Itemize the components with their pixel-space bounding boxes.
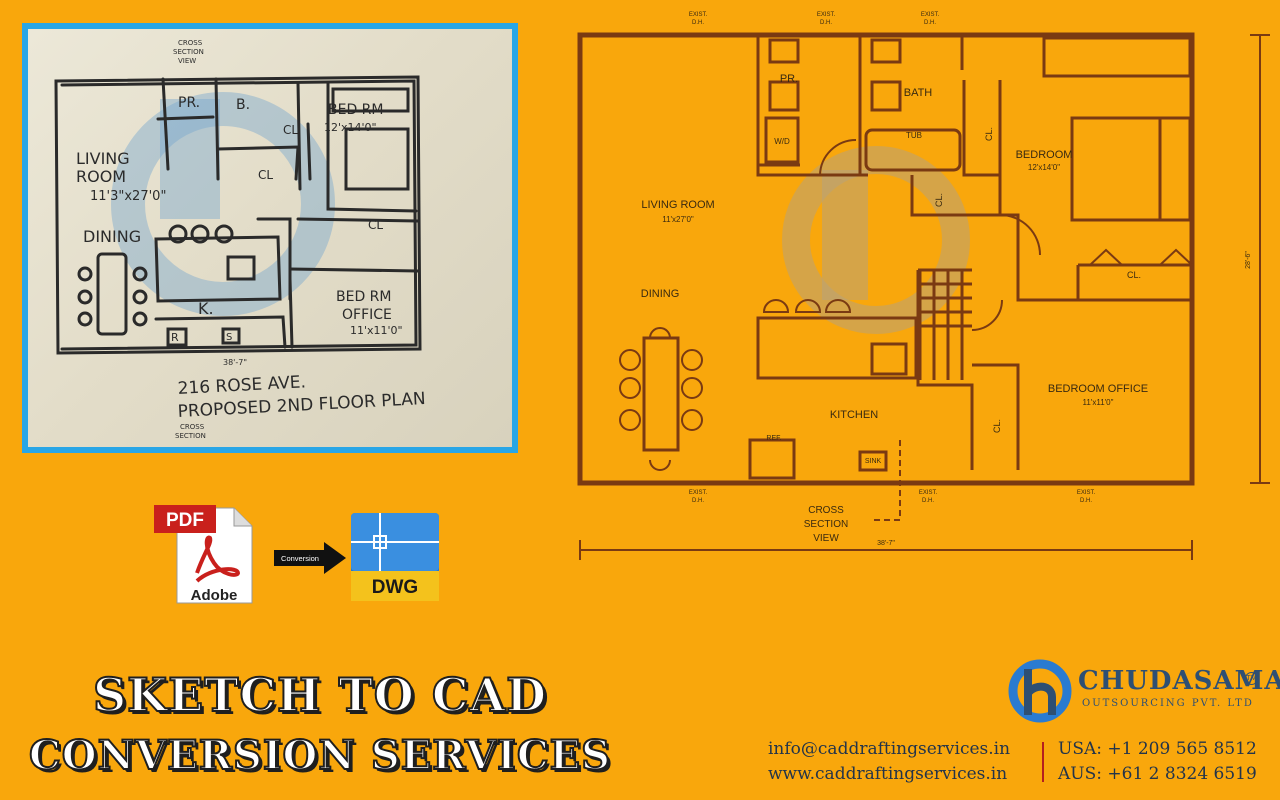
sketch-office-label: OFFICE — [342, 307, 392, 323]
plan-exist-label: EXIST. — [1077, 490, 1096, 496]
hand-sketch-floor-plan: LIVING ROOM 11'3"x27'0" DINING PR. B. BE… — [28, 29, 512, 447]
plan-closet-label: CL. — [1127, 270, 1141, 280]
sketch-pr-label: PR. — [178, 95, 200, 111]
sketch-cross-top-2: SECTION — [173, 48, 204, 56]
plan-dh-label: D.H. — [1080, 498, 1092, 504]
pdf-label: PDF — [166, 510, 204, 531]
plan-pr-label: PR. — [780, 73, 798, 85]
sketch-dining-label: DINING — [83, 227, 141, 246]
plan-closet-label-2: CL. — [984, 127, 994, 141]
plan-tub-label: TUB — [906, 131, 922, 140]
plan-dh-label: D.H. — [692, 498, 704, 504]
contact-website[interactable]: www.caddraftingservices.in — [768, 764, 1008, 784]
sketch-cross-bottom: CROSS — [180, 423, 205, 431]
adobe-label: Adobe — [191, 587, 238, 604]
pdf-file-icon: PDF Adobe — [154, 505, 253, 604]
plan-exist-label: EXIST. — [817, 12, 836, 18]
sketch-bedroom-size: 12'x14'0" — [324, 121, 377, 134]
sketch-bath-label: B. — [236, 97, 250, 113]
plan-cross-label-2: SECTION — [804, 519, 848, 530]
sketch-cross-top: CROSS — [178, 39, 203, 47]
chudasama-logo-icon — [1008, 659, 1072, 723]
plan-dh-label: D.H. — [922, 498, 934, 504]
sketch-r-label: R — [171, 331, 179, 344]
dwg-file-icon: DWG — [351, 513, 439, 601]
dwg-label: DWG — [372, 577, 418, 598]
sketch-office-size: 11'x11'0" — [350, 324, 403, 337]
plan-dh-label: D.H. — [820, 20, 832, 26]
sketch-closet-label: CL — [283, 123, 298, 137]
plan-exist-label: EXIST. — [689, 12, 708, 18]
plan-ref-label: REF. — [766, 435, 781, 442]
sketch-office-bed-label: BED RM — [336, 289, 392, 305]
contact-email[interactable]: info@caddraftingservices.in — [768, 739, 1011, 759]
plan-bath-label: BATH — [904, 87, 933, 99]
plan-height-dimension: 28'-6" — [1245, 251, 1252, 269]
brand-subtitle: OUTSOURCING PVT. LTD — [1082, 698, 1254, 709]
headline-title: SKETCH TO CAD — [92, 667, 548, 723]
sketch-living-size: 11'3"x27'0" — [90, 189, 166, 204]
plan-closet-label-4: CL. — [992, 419, 1002, 433]
plan-exist-label: EXIST. — [689, 490, 708, 496]
sketch-bedroom-label: BED RM — [328, 102, 384, 118]
plan-living-size: 11'x27'0" — [662, 215, 694, 224]
plan-dh-label: D.H. — [692, 20, 704, 26]
sketch-drawing: LIVING ROOM 11'3"x27'0" DINING PR. B. BE… — [54, 39, 426, 440]
conversion-arrow-icon: Conversion — [274, 542, 346, 574]
plan-kitchen-label: KITCHEN — [830, 409, 878, 421]
plan-exist-label: EXIST. — [919, 490, 938, 496]
conversion-arrow-label: Conversion — [281, 554, 319, 563]
plan-cross-label-1: CROSS — [808, 505, 844, 516]
trademark-badge: TM — [1245, 672, 1258, 685]
plan-closet-label-3: CL. — [934, 193, 944, 207]
plan-dh-label: D.H. — [924, 20, 936, 26]
cad-watermark-logo-icon — [782, 146, 970, 334]
plan-dining-label: DINING — [641, 288, 680, 300]
plan-living-room-label: LIVING ROOM — [641, 199, 714, 211]
sketch-caption-1: 216 ROSE AVE. — [177, 372, 306, 399]
contact-usa-phone[interactable]: USA: +1 209 565 8512 — [1058, 739, 1257, 759]
contact-aus-phone[interactable]: AUS: +61 2 8324 6519 — [1058, 764, 1257, 784]
sketch-kitchen-label: K. — [198, 299, 214, 318]
plan-office-size: 11'x11'0" — [1083, 398, 1114, 407]
sketch-closet-label-2: CL — [258, 168, 273, 182]
plan-width-dimension: 38'-7" — [877, 540, 895, 547]
contact-divider — [1042, 742, 1044, 782]
plan-cross-label-3: VIEW — [813, 533, 839, 544]
plan-wd-label: W/D — [774, 137, 790, 146]
cad-floor-plan: PR. BATH TUB W/D LIVING ROOM 11'x27'0" B… — [577, 12, 1270, 560]
plan-bedroom-size: 12'x14'0" — [1028, 163, 1060, 172]
sketch-living-label: LIVING — [76, 149, 130, 168]
sketch-room-label: ROOM — [76, 167, 126, 186]
headline-subtitle: CONVERSION SERVICES — [28, 731, 612, 780]
plan-bedroom-label: BEDROOM — [1016, 149, 1073, 161]
sketch-s-label: S — [226, 332, 232, 343]
sketch-cross-bottom-2: SECTION — [175, 432, 206, 440]
plan-bedroom-office-label: BEDROOM OFFICE — [1048, 383, 1148, 395]
sketch-photo-frame: LIVING ROOM 11'3"x27'0" DINING PR. B. BE… — [22, 23, 518, 453]
plan-sink-label: SINK — [865, 458, 882, 465]
sketch-dimension: 38'-7" — [223, 358, 247, 367]
plan-exist-label: EXIST. — [921, 12, 940, 18]
sketch-cross-top-3: VIEW — [178, 57, 196, 65]
sketch-closet-label-3: CL — [368, 218, 383, 232]
